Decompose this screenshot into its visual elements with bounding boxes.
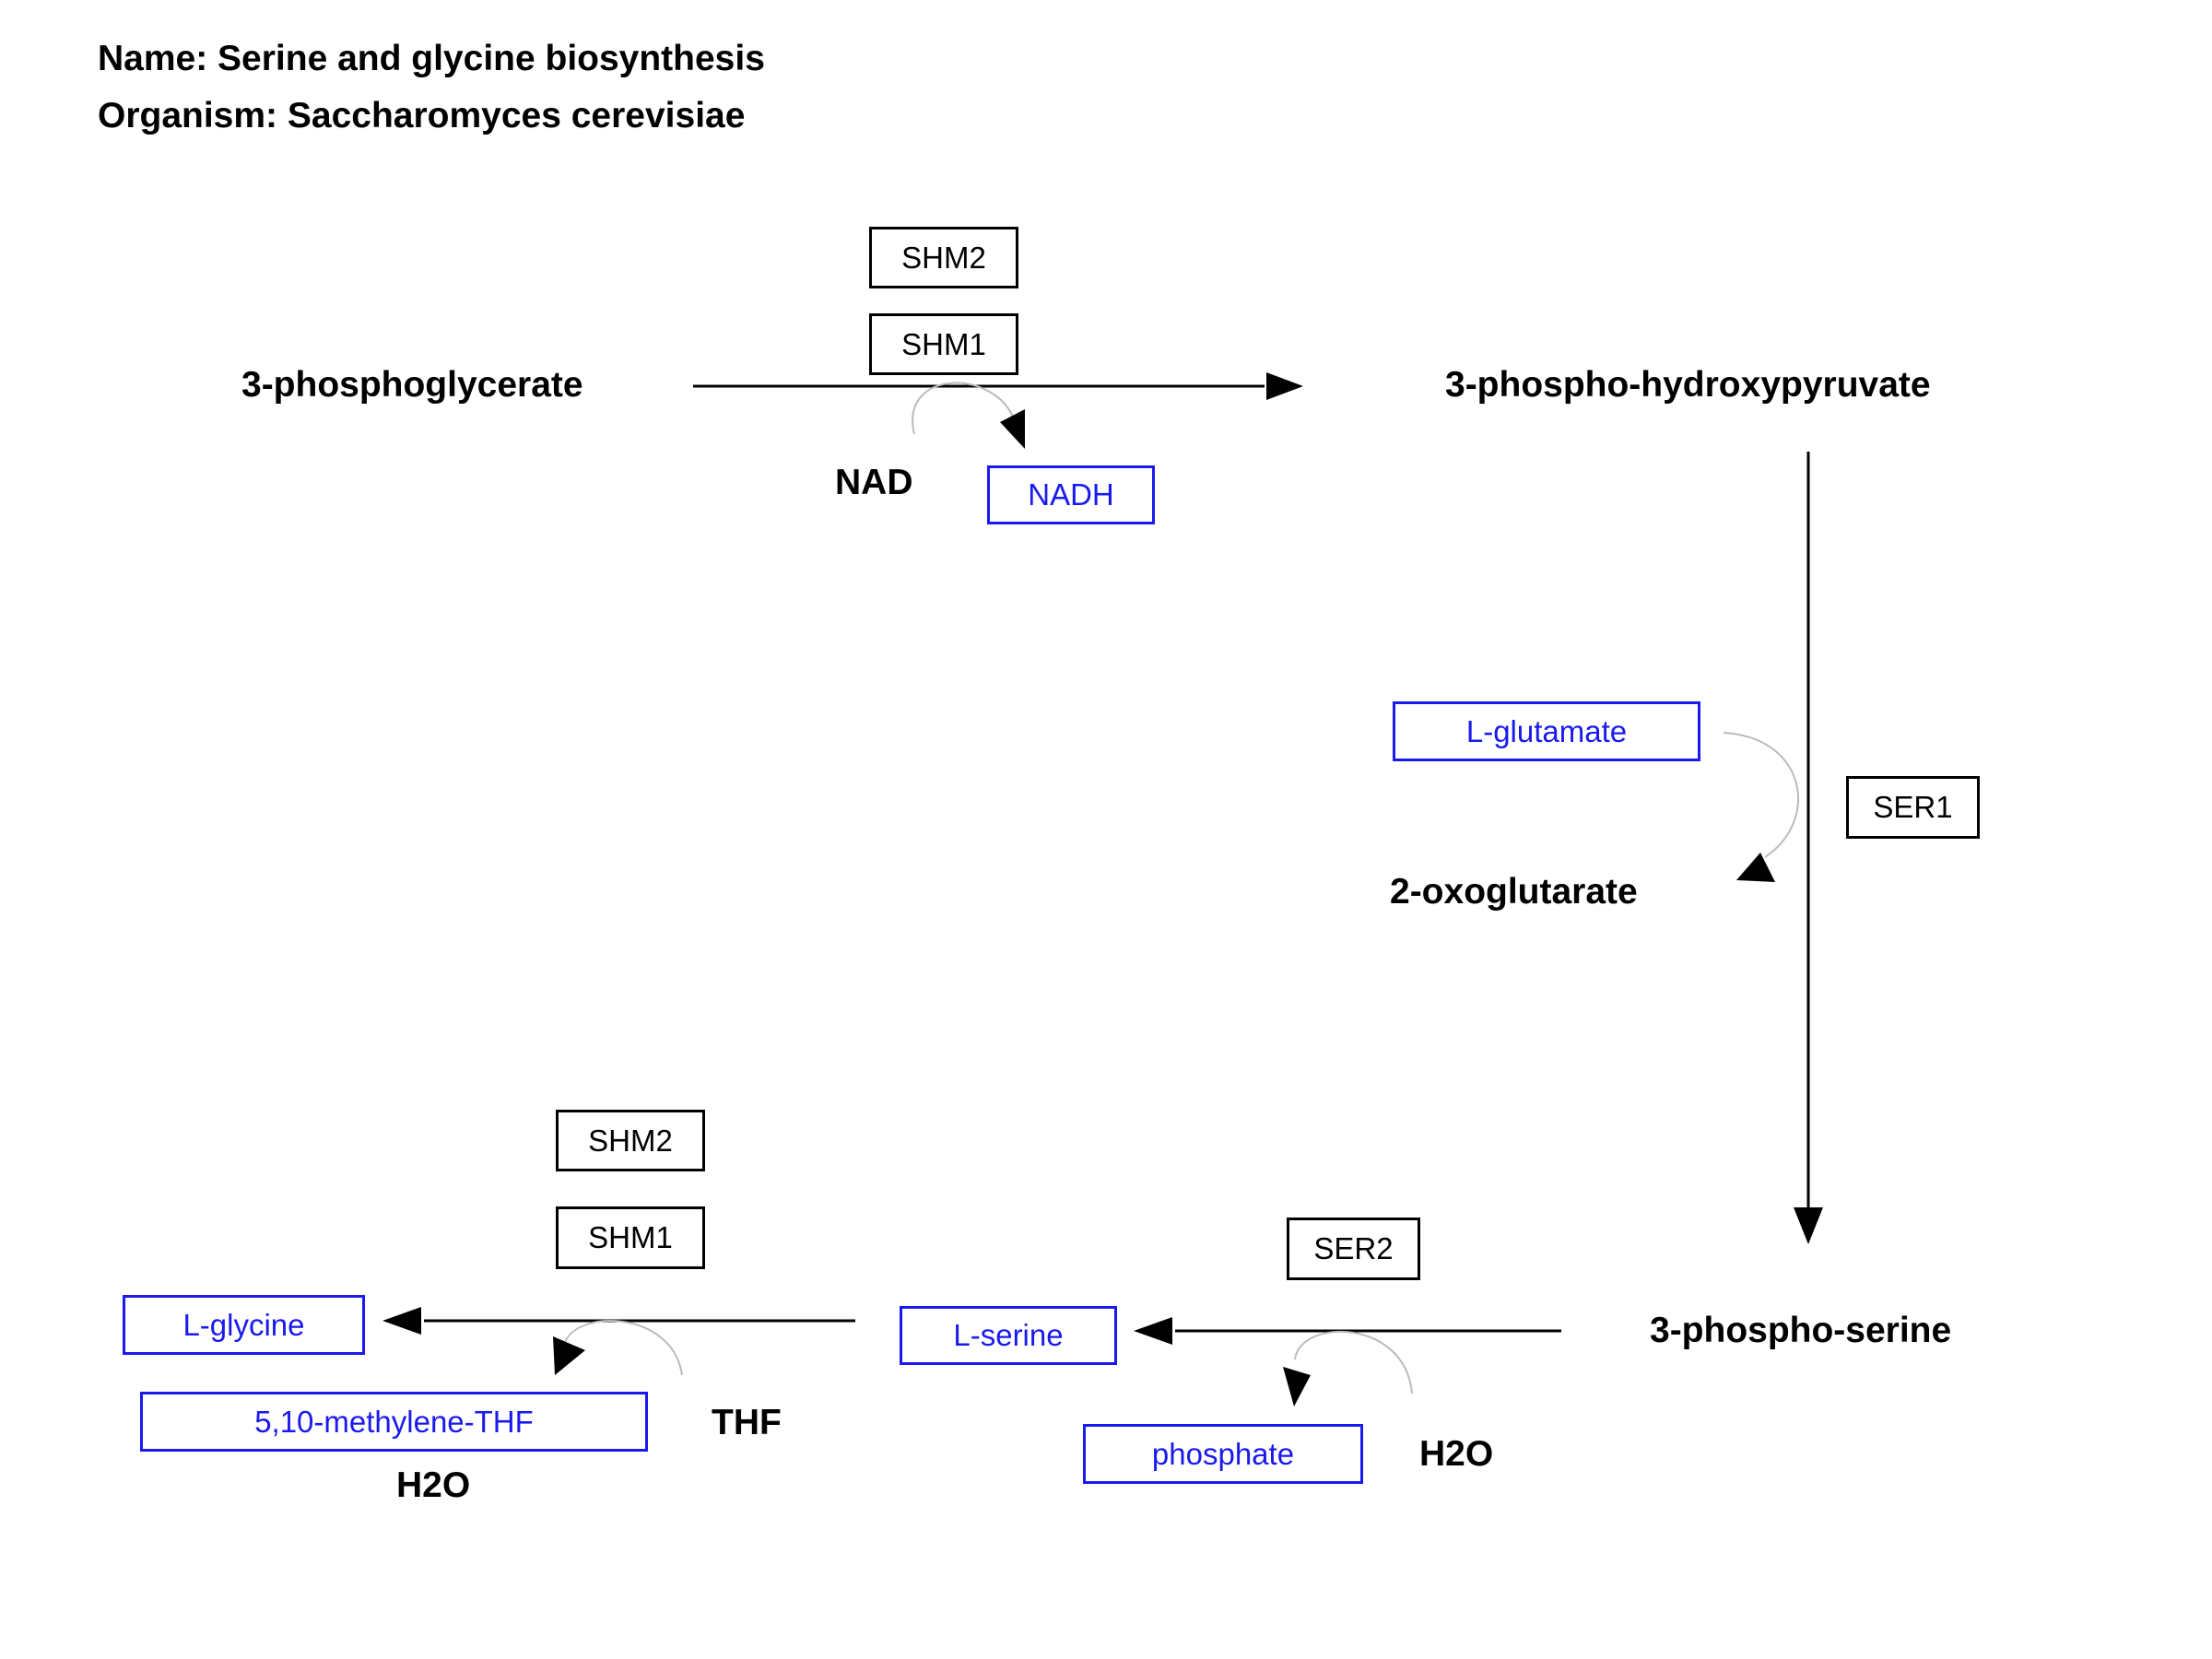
gene-box-shm2-top[interactable]: SHM2	[869, 227, 1018, 288]
metabolite-3-phospho-hydroxypyruvate: 3-phospho-hydroxypyruvate	[1445, 365, 1931, 405]
reaction-arrow-ser2	[1134, 1317, 1561, 1345]
pathway-name: Name: Serine and glycine biosynthesis	[98, 39, 765, 78]
metabolite-2-oxoglutarate: 2-oxoglutarate	[1390, 872, 1638, 912]
metabolite-3-phosphoglycerate: 3-phosphoglycerate	[241, 365, 583, 405]
side-arrow-h2o-phosphate	[1283, 1330, 1413, 1406]
metabolite-nadh[interactable]: NADH	[987, 465, 1155, 524]
gene-box-shm2-bottom[interactable]: SHM2	[556, 1110, 705, 1171]
organism-name: Organism: Saccharomyces cerevisiae	[98, 96, 746, 135]
gene-box-ser2[interactable]: SER2	[1287, 1218, 1420, 1280]
metabolite-phosphate[interactable]: phosphate	[1083, 1424, 1363, 1484]
side-arrow-glutamate-oxoglutarate	[1723, 732, 1799, 882]
reaction-arrow-ser1	[1794, 452, 1823, 1244]
gene-box-ser1[interactable]: SER1	[1846, 776, 1980, 839]
gene-box-shm1-bottom[interactable]: SHM1	[556, 1206, 705, 1269]
metabolite-nad: NAD	[835, 463, 913, 502]
metabolite-l-glutamate[interactable]: L-glutamate	[1393, 701, 1700, 761]
reaction-arrow-pgdh	[693, 372, 1303, 400]
metabolite-3-phospho-serine: 3-phospho-serine	[1650, 1311, 1952, 1350]
metabolite-h2o-ser2: H2O	[1419, 1434, 1494, 1474]
metabolite-5-10-methylene-thf[interactable]: 5,10-methylene-THF	[140, 1392, 648, 1452]
metabolite-l-serine[interactable]: L-serine	[900, 1306, 1117, 1365]
reaction-arrow-shm	[382, 1307, 855, 1335]
side-arrow-thf-methylene-thf	[553, 1320, 683, 1376]
metabolite-h2o-shm: H2O	[396, 1465, 471, 1505]
side-arrow-nad-nadh	[912, 382, 1025, 449]
metabolite-l-glycine[interactable]: L-glycine	[123, 1295, 365, 1355]
metabolite-thf: THF	[712, 1403, 782, 1442]
gene-box-shm1-top[interactable]: SHM1	[869, 313, 1018, 375]
